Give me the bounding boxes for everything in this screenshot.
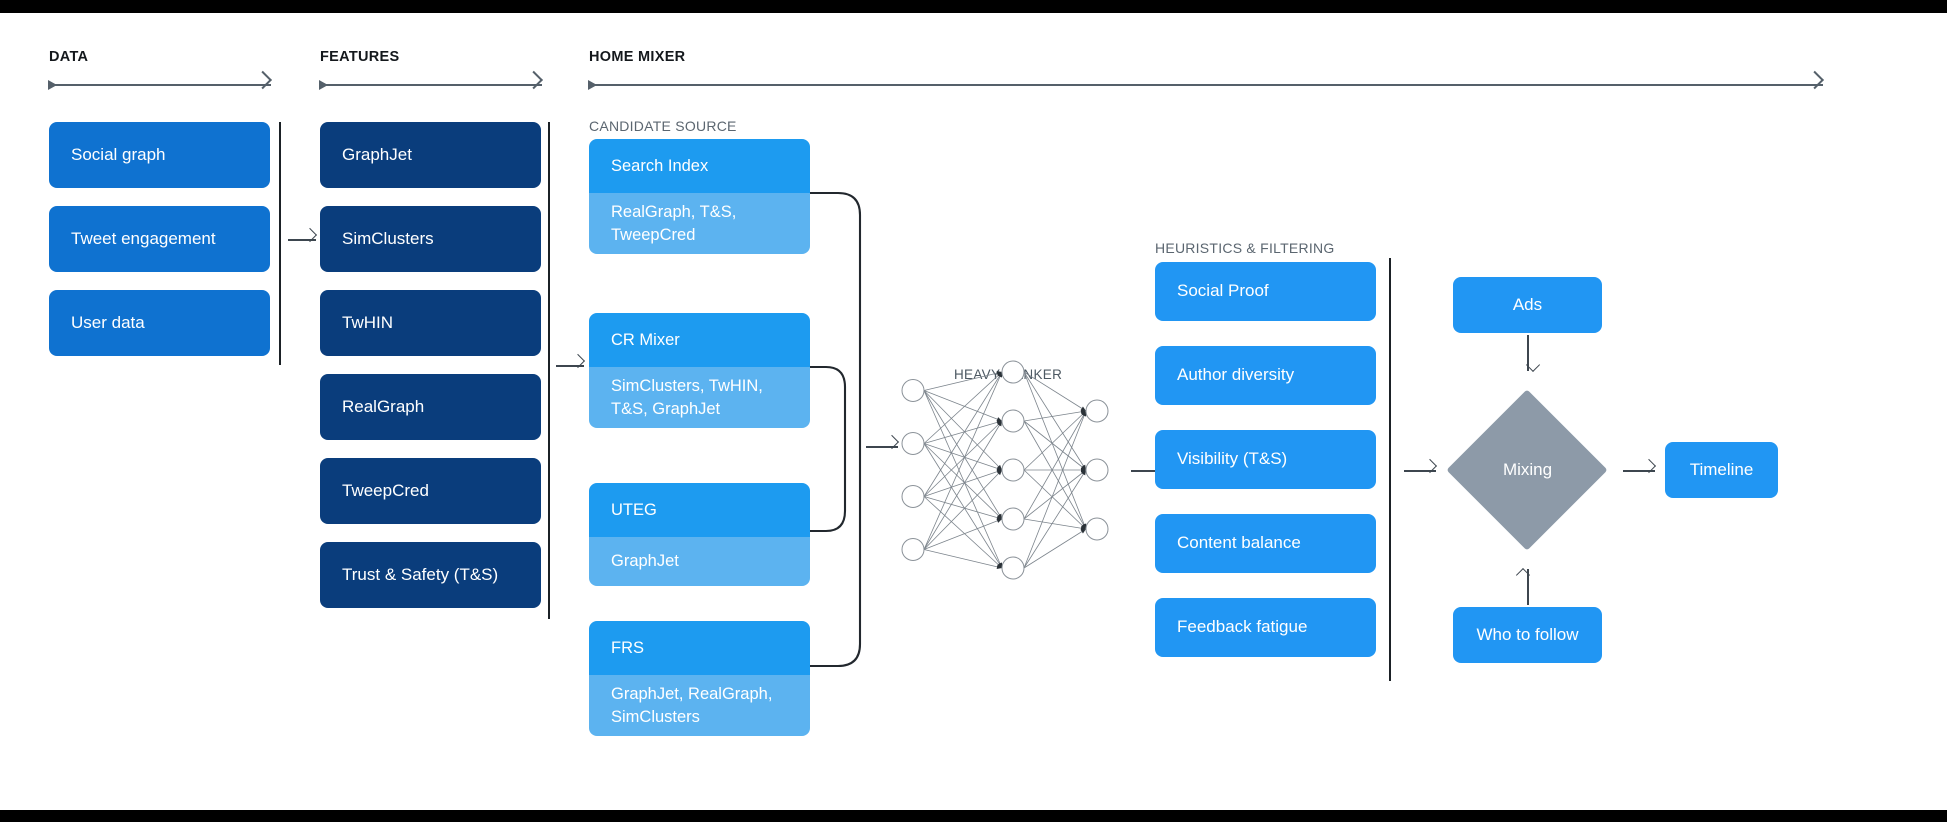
- candidate-card-title: FRS: [589, 621, 810, 675]
- heuristic-box-label: Content balance: [1177, 533, 1301, 553]
- divider-data-features: [279, 122, 281, 365]
- feature-box-label: GraphJet: [342, 144, 412, 164]
- feature-box-trust-safety[interactable]: Trust & Safety (T&S): [320, 542, 541, 608]
- heuristic-box-feedback-fatigue[interactable]: Feedback fatigue: [1155, 598, 1376, 657]
- output-box-timeline[interactable]: Timeline: [1665, 442, 1778, 498]
- output-box-who-to-follow[interactable]: Who to follow: [1453, 607, 1602, 663]
- heavy-ranker-neural-net: [901, 360, 1109, 580]
- section-title-heuristics: HEURISTICS & FILTERING: [1155, 240, 1335, 256]
- data-box-user-data[interactable]: User data: [49, 290, 270, 356]
- candidate-card-cr-mixer[interactable]: CR Mixer SimClusters, TwHIN, T&S, GraphJ…: [589, 313, 810, 428]
- data-box-label: Social graph: [71, 144, 166, 164]
- candidate-source-connectors: [810, 191, 862, 668]
- arrow-candidates-to-ranker: [866, 446, 898, 448]
- divider-heuristics-output: [1389, 258, 1391, 681]
- feature-box-graphjet[interactable]: GraphJet: [320, 122, 541, 188]
- axis-arrow-data: [48, 80, 271, 90]
- section-title-data: DATA: [49, 49, 89, 65]
- heuristic-box-author-diversity[interactable]: Author diversity: [1155, 346, 1376, 405]
- feature-box-label: TwHIN: [342, 312, 393, 332]
- candidate-card-title: CR Mixer: [589, 313, 810, 367]
- output-box-label: Who to follow: [1476, 624, 1579, 644]
- section-title-home-mixer: HOME MIXER: [589, 49, 686, 65]
- diagram-canvas: DATA FEATURES HOME MIXER CANDIDATE SOURC…: [0, 13, 1947, 810]
- letterbox-bottom: [0, 810, 1947, 822]
- heuristic-box-social-proof[interactable]: Social Proof: [1155, 262, 1376, 321]
- data-box-label: User data: [71, 312, 145, 332]
- feature-box-tweepcred[interactable]: TweepCred: [320, 458, 541, 524]
- heuristic-box-label: Author diversity: [1177, 365, 1295, 385]
- section-title-features: FEATURES: [320, 49, 400, 65]
- candidate-card-features: GraphJet, RealGraph, SimClusters: [589, 675, 810, 736]
- candidate-card-features: GraphJet: [589, 537, 810, 586]
- candidate-card-uteg[interactable]: UTEG GraphJet: [589, 483, 810, 586]
- candidate-card-search-index[interactable]: Search Index RealGraph, T&S, TweepCred: [589, 139, 810, 254]
- arrow-heuristics-to-mixing: [1404, 470, 1436, 472]
- heuristic-box-label: Feedback fatigue: [1177, 617, 1308, 637]
- arrow-ads-to-mixing: [1527, 335, 1529, 371]
- heuristic-box-label: Social Proof: [1177, 281, 1269, 301]
- divider-features-homemixer: [548, 122, 550, 619]
- heuristic-box-visibility[interactable]: Visibility (T&S): [1155, 430, 1376, 489]
- feature-box-twhin[interactable]: TwHIN: [320, 290, 541, 356]
- letterbox-top: [0, 0, 1947, 13]
- section-title-candidate-source: CANDIDATE SOURCE: [589, 118, 737, 134]
- feature-box-label: SimClusters: [342, 228, 434, 248]
- candidate-card-title: Search Index: [589, 139, 810, 193]
- output-box-label: Ads: [1512, 294, 1543, 314]
- arrow-mixing-to-timeline: [1623, 470, 1655, 472]
- feature-box-simclusters[interactable]: SimClusters: [320, 206, 541, 272]
- arrow-data-to-features: [288, 239, 316, 241]
- candidate-card-frs[interactable]: FRS GraphJet, RealGraph, SimClusters: [589, 621, 810, 736]
- candidate-card-title: UTEG: [589, 483, 810, 537]
- data-box-social-graph[interactable]: Social graph: [49, 122, 270, 188]
- data-box-tweet-engagement[interactable]: Tweet engagement: [49, 206, 270, 272]
- output-box-label: Timeline: [1689, 459, 1754, 479]
- candidate-card-features: RealGraph, T&S, TweepCred: [589, 193, 810, 254]
- arrow-features-to-homemixer: [556, 365, 584, 367]
- feature-box-label: TweepCred: [342, 480, 429, 500]
- arrow-ranker-to-heuristics: [1131, 470, 1163, 472]
- data-box-label: Tweet engagement: [71, 228, 216, 248]
- feature-box-label: Trust & Safety (T&S): [342, 564, 499, 584]
- mixing-label: Mixing: [1502, 460, 1553, 479]
- heuristic-box-content-balance[interactable]: Content balance: [1155, 514, 1376, 573]
- axis-arrow-home-mixer: [588, 80, 1823, 90]
- section-title-heavy-ranker: HEAVY RANKER: [954, 367, 1063, 382]
- output-box-ads[interactable]: Ads: [1453, 277, 1602, 333]
- feature-box-realgraph[interactable]: RealGraph: [320, 374, 541, 440]
- candidate-card-features: SimClusters, TwHIN, T&S, GraphJet: [589, 367, 810, 428]
- heuristic-box-label: Visibility (T&S): [1177, 449, 1288, 469]
- arrow-whotofollow-to-mixing: [1527, 569, 1529, 605]
- axis-arrow-features: [319, 80, 542, 90]
- feature-box-label: RealGraph: [342, 396, 425, 416]
